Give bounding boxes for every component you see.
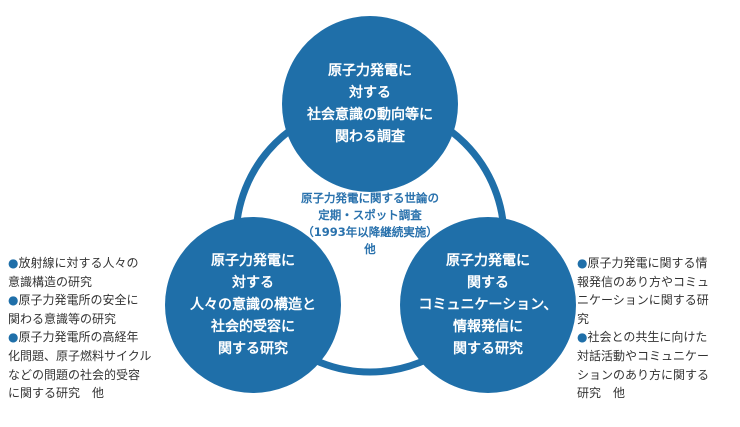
note-line: 化問題、原子燃料サイクル	[8, 347, 151, 366]
bullet-icon: ●	[577, 256, 588, 270]
bullet-icon: ●	[8, 256, 19, 270]
note-text: などの問題の社会的受容	[8, 367, 141, 382]
note-text: 原子力発電に関する情	[587, 256, 708, 270]
note-text: 報発信のあり方やコミュ	[577, 274, 710, 289]
circle-top-survey: 原子力発電に対する社会意識の動向等に関わる調査	[282, 16, 458, 192]
note-line: ●原子力発電に関する情	[577, 254, 709, 273]
note-line: ニケーションに関する研	[577, 291, 709, 310]
circle-top-line: 社会意識の動向等に	[307, 107, 433, 123]
circle-left-line: 関する研究	[218, 341, 288, 357]
note-text: に関する研究 他	[8, 386, 105, 401]
note-line: 報発信のあり方やコミュ	[577, 273, 709, 292]
center-text-line: （1993年以降継続実施）	[302, 225, 438, 239]
circle-top-line: 対する	[349, 85, 391, 101]
circle-right-line: コミュニケーション、	[418, 297, 558, 313]
notes-left: ●放射線に対する人々の意識構造の研究●原子力発電所の安全に関わる意識等の研究●原…	[8, 254, 151, 403]
note-text: 原子力発電所の高経年	[18, 330, 139, 345]
note-line: ●原子力発電所の安全に	[8, 291, 151, 310]
note-text: 社会との共生に向けた	[587, 330, 708, 345]
center-text-line: 定期・スポット調査	[318, 208, 422, 222]
note-line: 関わる意識等の研究	[8, 310, 151, 329]
note-text: 究	[577, 311, 590, 326]
note-text: ションのあり方に関する	[577, 367, 710, 382]
note-line: 研究 他	[577, 384, 709, 403]
bullet-icon: ●	[8, 330, 19, 345]
note-line: 対話活動やコミュニケー	[577, 347, 709, 366]
circle-top-line: 原子力発電に	[328, 63, 412, 79]
notes-right: ●原子力発電に関する情報発信のあり方やコミュニケーションに関する研究●社会との共…	[577, 254, 709, 403]
circle-left-acceptance-research: 原子力発電に対する人々の意識の構造と社会的受容に関する研究	[165, 217, 341, 393]
note-text: 放射線に対する人々の	[18, 256, 139, 270]
circle-left-line: 社会的受容に	[211, 319, 295, 335]
note-line: ションのあり方に関する	[577, 366, 709, 385]
center-label: 原子力発電に関する世論の定期・スポット調査 （1993年以降継続実施） 他	[270, 190, 470, 258]
note-text: 原子力発電所の安全に	[18, 293, 139, 308]
circle-left-line: 人々の意識の構造と	[190, 297, 316, 313]
note-line: に関する研究 他	[8, 384, 151, 403]
note-line: ●原子力発電所の高経年	[8, 328, 151, 347]
note-line: などの問題の社会的受容	[8, 366, 151, 385]
note-text: 意識構造の研究	[8, 274, 93, 289]
circle-top-line: 関わる調査	[335, 129, 405, 145]
note-line: 究	[577, 310, 709, 329]
center-text-line: 原子力発電に関する世論の	[301, 191, 439, 205]
circle-right-line: 関する研究	[453, 341, 523, 357]
circle-right-communication-research: 原子力発電に関するコミュニケーション、情報発信に関する研究	[400, 217, 576, 393]
circle-right-line: 関する	[467, 275, 509, 291]
note-text: 化問題、原子燃料サイクル	[8, 348, 152, 363]
bullet-icon: ●	[577, 330, 588, 345]
circle-left-line: 対する	[232, 275, 274, 291]
note-text: ニケーションに関する研	[577, 293, 709, 308]
note-line: ●社会との共生に向けた	[577, 328, 709, 347]
circle-left-line: 原子力発電に	[211, 253, 295, 269]
bullet-icon: ●	[8, 293, 19, 308]
note-text: 研究 他	[577, 386, 626, 401]
circle-right-line: 情報発信に	[453, 319, 523, 335]
circle-right-line: 原子力発電に	[446, 253, 530, 269]
note-text: 対話活動やコミュニケー	[577, 348, 710, 363]
note-text: 関わる意識等の研究	[8, 311, 117, 326]
center-text-line: 他	[364, 242, 376, 256]
note-line: 意識構造の研究	[8, 273, 151, 292]
note-line: ●放射線に対する人々の	[8, 254, 151, 273]
